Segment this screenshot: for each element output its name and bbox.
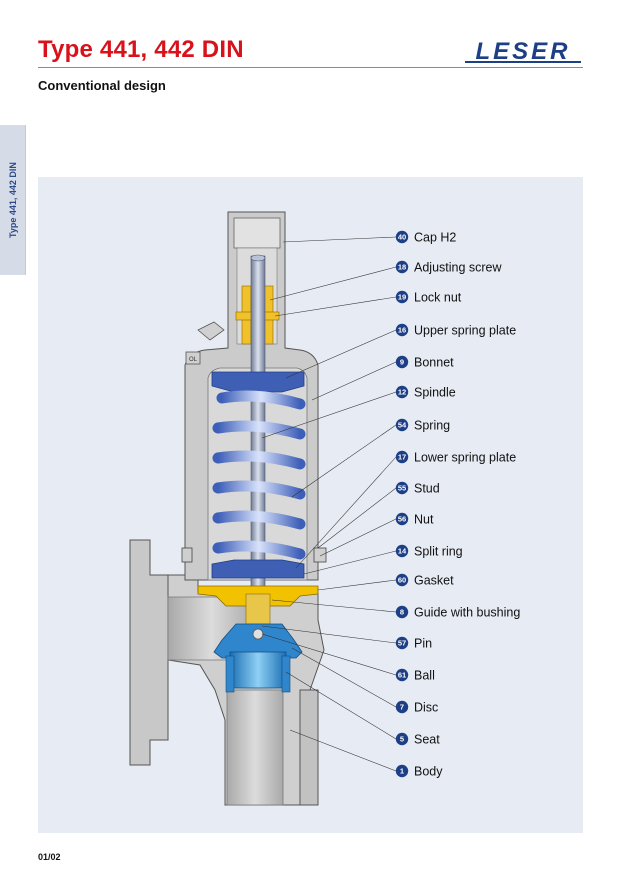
callout-number: 8 bbox=[400, 608, 404, 617]
callout-item: 56 Nut bbox=[395, 512, 434, 527]
callout-number: 54 bbox=[398, 421, 407, 430]
callout-badge bbox=[395, 573, 409, 587]
callout-label: Body bbox=[414, 765, 443, 779]
callout-number: 12 bbox=[398, 388, 406, 397]
callout-number: 18 bbox=[398, 263, 406, 272]
callout-number: 55 bbox=[398, 484, 406, 493]
callout-label: Spindle bbox=[414, 386, 456, 400]
callout-item: 60 Gasket bbox=[395, 573, 454, 588]
callout-label: Seat bbox=[414, 733, 440, 747]
lift-lever: OL bbox=[185, 321, 225, 365]
callout-label: Gasket bbox=[414, 574, 454, 588]
callout-number: 7 bbox=[400, 703, 404, 712]
callout-number: 17 bbox=[398, 453, 406, 462]
callout-label: Bonnet bbox=[414, 356, 454, 370]
callout-badge bbox=[395, 605, 409, 619]
callout-badge bbox=[395, 732, 409, 746]
header-divider bbox=[38, 67, 583, 68]
callout-badge bbox=[395, 418, 409, 432]
callout-badge bbox=[395, 636, 409, 650]
callout-label: Cap H2 bbox=[414, 231, 456, 245]
callout-number: 40 bbox=[398, 233, 406, 242]
callout-item: 1 Body bbox=[395, 764, 443, 779]
callout-number: 56 bbox=[398, 515, 406, 524]
callout-label: Pin bbox=[414, 637, 432, 651]
callout-item: 7 Disc bbox=[395, 700, 438, 715]
callout-badge bbox=[395, 668, 409, 682]
callout-label: Nut bbox=[414, 513, 434, 527]
callout-label: Upper spring plate bbox=[414, 324, 516, 338]
callout-label: Guide with bushing bbox=[414, 606, 520, 620]
stud-nut bbox=[313, 547, 327, 563]
callout-item: 17 Lower spring plate bbox=[395, 450, 516, 465]
callout-number: 19 bbox=[398, 293, 406, 302]
callout-label: Ball bbox=[414, 669, 435, 683]
callout-number: 14 bbox=[398, 547, 407, 556]
callout-badge bbox=[395, 481, 409, 495]
callout-badge bbox=[395, 323, 409, 337]
callout-label: Lower spring plate bbox=[414, 451, 516, 465]
callout-item: 14 Split ring bbox=[395, 544, 463, 559]
callout-number: 9 bbox=[400, 358, 404, 367]
lower-spring-plate bbox=[211, 559, 305, 579]
callout-badge bbox=[395, 700, 409, 714]
callout-badge bbox=[395, 450, 409, 464]
callout-badge bbox=[395, 355, 409, 369]
page-subtitle: Conventional design bbox=[38, 78, 166, 93]
page-title: Type 441, 442 DIN bbox=[38, 36, 244, 63]
guide-with-bushing bbox=[245, 593, 271, 625]
callout-label: Adjusting screw bbox=[414, 261, 503, 275]
callout-item: 54 Spring bbox=[395, 418, 450, 433]
callout-badge bbox=[395, 764, 409, 778]
callout-badge bbox=[395, 260, 409, 274]
callout-number: 57 bbox=[398, 639, 406, 648]
callout-number: 16 bbox=[398, 326, 406, 335]
callout-label: Lock nut bbox=[414, 291, 462, 305]
callout-item: 18 Adjusting screw bbox=[395, 260, 503, 275]
callout-item: 5 Seat bbox=[395, 732, 440, 747]
callout-badge bbox=[395, 512, 409, 526]
callout-item: 9 Bonnet bbox=[395, 355, 454, 370]
callout-number: 60 bbox=[398, 576, 406, 585]
callout-item: 16 Upper spring plate bbox=[395, 323, 516, 338]
callout-item: 8 Guide with bushing bbox=[395, 605, 520, 620]
callout-label: Split ring bbox=[414, 545, 463, 559]
callout-label: Disc bbox=[414, 701, 438, 715]
callout-badge bbox=[395, 290, 409, 304]
callout-item: 40 Cap H2 bbox=[395, 230, 456, 245]
callout-badge bbox=[395, 230, 409, 244]
spring bbox=[212, 390, 306, 560]
callout-number: 1 bbox=[400, 767, 404, 776]
ball bbox=[252, 628, 264, 640]
side-tab: Type 441, 442 DIN bbox=[0, 125, 26, 275]
callout-item: 19 Lock nut bbox=[395, 290, 462, 305]
leader-lines bbox=[261, 236, 397, 772]
seat bbox=[225, 655, 235, 693]
callout-item: 57 Pin bbox=[395, 636, 432, 651]
logo-text: LESER bbox=[475, 38, 570, 64]
lift-lever-label: OL bbox=[189, 357, 198, 363]
upper-spring-plate bbox=[211, 371, 305, 393]
callout-badge bbox=[395, 544, 409, 558]
callout-number: 5 bbox=[400, 735, 404, 744]
callout-item: 12 Spindle bbox=[395, 385, 456, 400]
callout-item: 55 Stud bbox=[395, 481, 440, 496]
disc-assembly bbox=[213, 623, 303, 693]
page-number: 01/02 bbox=[38, 852, 61, 862]
callout-number: 61 bbox=[398, 671, 406, 680]
callout-item: 61 Ball bbox=[395, 668, 435, 683]
callout-label: Stud bbox=[414, 482, 440, 496]
callout-badge bbox=[395, 385, 409, 399]
leser-logo: LESER bbox=[465, 38, 581, 64]
callout-label: Spring bbox=[414, 419, 450, 433]
